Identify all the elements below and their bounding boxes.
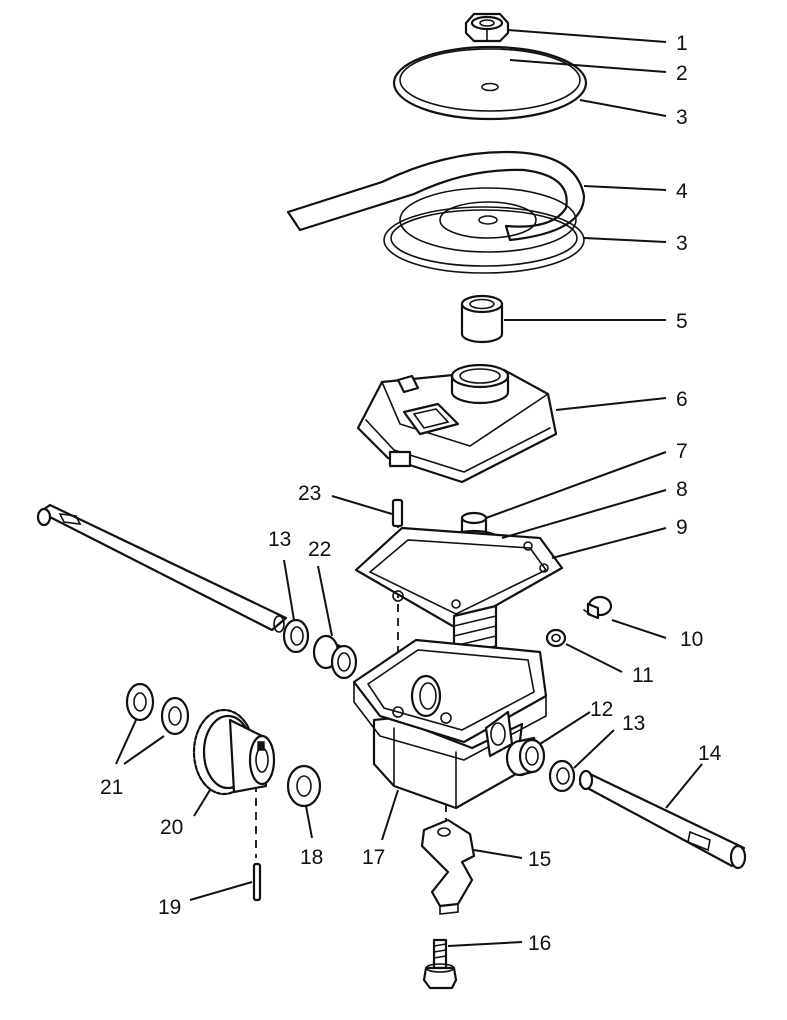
callout-labels: 1 2 3 4 3 5 6 7 8 9 10 11 12 13 14 15 16… [100, 32, 722, 955]
part-20-spur-gear [192, 708, 276, 796]
part-5-bushing [460, 294, 504, 344]
callout-3-lower: 3 [676, 232, 688, 255]
part-4-spiral-spring [286, 150, 586, 253]
part-13-right-seal [548, 759, 576, 793]
part-18-washer [286, 764, 322, 808]
part-22-bushing [312, 634, 358, 680]
callout-22: 22 [308, 538, 331, 561]
part-3-upper-plate [392, 45, 588, 121]
left-axle-shaft [36, 503, 288, 633]
part-1-nut [464, 12, 510, 43]
callout-19: 19 [158, 896, 181, 919]
callout-2: 2 [676, 62, 688, 85]
callout-9: 9 [676, 516, 688, 539]
part-21-washers [125, 682, 190, 736]
callout-21: 21 [100, 776, 123, 799]
callout-15: 15 [528, 848, 551, 871]
part-6-gearbox-cover [356, 363, 558, 484]
callout-10: 10 [680, 628, 703, 651]
part-10-screw [583, 595, 613, 620]
callout-20: 20 [160, 816, 183, 839]
part-14-right-axle [578, 769, 747, 870]
callout-14: 14 [698, 742, 722, 765]
callout-13-left: 13 [268, 528, 291, 551]
callout-11: 11 [632, 664, 654, 687]
part-3-lower-plate [383, 206, 585, 274]
part-16-bolt [422, 938, 458, 990]
callout-12: 12 [590, 698, 613, 721]
callout-16: 16 [528, 932, 551, 955]
part-17-gearbox-housing [352, 638, 548, 810]
part-11-washer [545, 628, 567, 648]
callout-1: 1 [676, 32, 688, 55]
part-19-pin [252, 862, 262, 902]
callout-13-right: 13 [622, 712, 645, 735]
callout-3-upper: 3 [676, 106, 688, 129]
callout-23: 23 [298, 482, 321, 505]
callout-4: 4 [676, 180, 688, 203]
part-9-gasket [354, 526, 564, 630]
callout-17: 17 [362, 846, 385, 869]
callout-8: 8 [676, 478, 688, 501]
part-15-shift-fork [420, 818, 476, 915]
part-12-bushing [505, 736, 546, 777]
callout-6: 6 [676, 388, 688, 411]
callout-7: 7 [676, 440, 688, 463]
part-23-dowel-pin [391, 498, 404, 528]
callout-18: 18 [300, 846, 323, 869]
leader-lines [115, 29, 703, 947]
callout-5: 5 [676, 310, 688, 333]
part-13-left-seal [282, 618, 310, 654]
